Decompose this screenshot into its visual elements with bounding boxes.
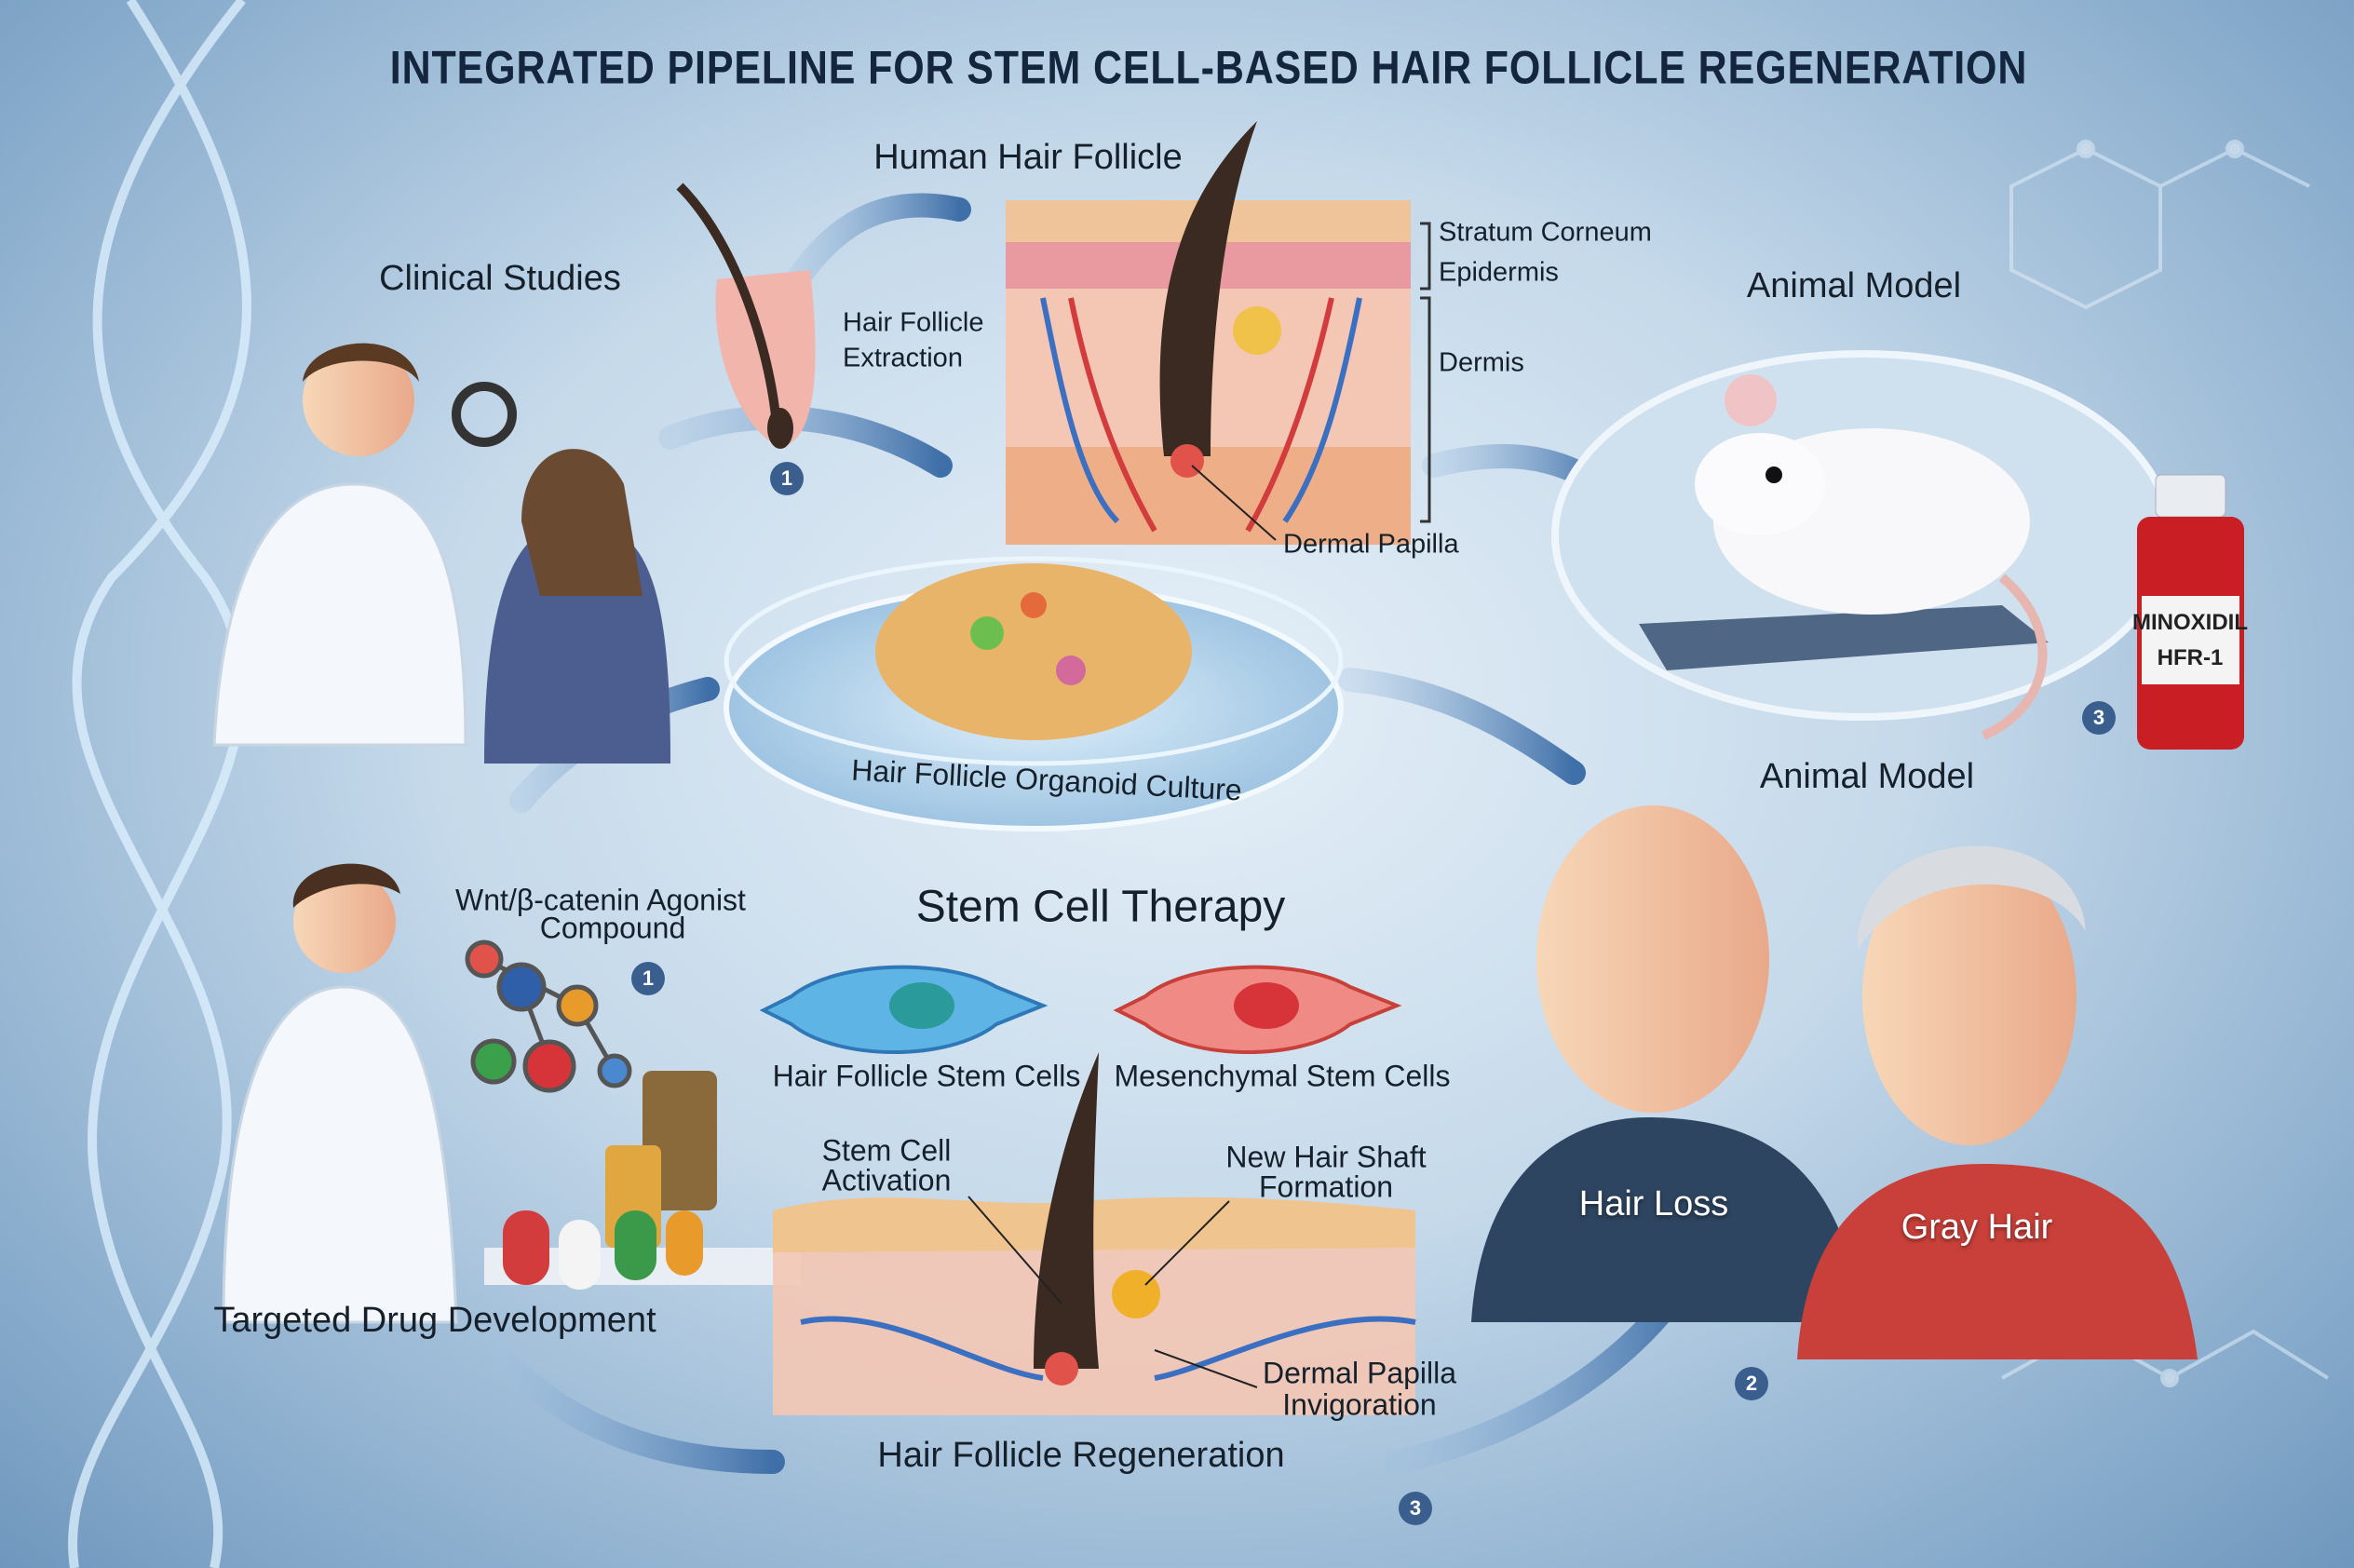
hair-loss-patient-illustration	[1471, 805, 1862, 1322]
label-mesenchymal-stem-cells: Mesenchymal Stem Cells	[1114, 1059, 1451, 1093]
step-badge: 1	[631, 962, 665, 995]
section-title-animal-model: Animal Model	[1746, 266, 1962, 306]
section-title-targeted-drug-development: Targeted Drug Development	[213, 1301, 656, 1341]
label-dermal-papilla: Dermal Papilla	[1283, 529, 1459, 560]
label-activation-line1: Stem Cell	[821, 1133, 952, 1168]
label-hair-loss: Hair Loss	[1578, 1184, 1729, 1224]
doctor-examining-patient-illustration	[212, 343, 670, 764]
step-badge: 1	[770, 462, 804, 495]
section-title-animal-model-2: Animal Model	[1759, 757, 1975, 797]
hair-follicle-stem-cell-icon	[759, 965, 1048, 1054]
section-title-clinical-studies: Clinical Studies	[379, 259, 621, 299]
section-title-human-hair-follicle: Human Hair Follicle	[873, 138, 1183, 178]
vial-label-line2: HFR-1	[2157, 645, 2224, 671]
label-shaft-line1: New Hair Shaft	[1225, 1140, 1427, 1174]
label-extraction-line2: Extraction	[843, 343, 963, 373]
dna-helix-icon	[68, 0, 251, 1568]
step-badge: 2	[1735, 1367, 1768, 1400]
arrow-organoid-to-patients	[1338, 668, 1586, 785]
skin-cross-section-illustration	[1006, 121, 1431, 545]
label-epidermis: Epidermis	[1439, 257, 1559, 288]
molecule-model-icon	[465, 939, 632, 1093]
step-badge: 3	[2082, 701, 2116, 735]
label-invigoration-line2: Invigoration	[1282, 1387, 1437, 1422]
minoxidil-vial-icon	[2137, 474, 2244, 750]
pills-icon	[503, 1210, 703, 1290]
arrow-drug-to-regeneration	[491, 1347, 785, 1474]
extracted-follicle-illustration	[676, 182, 816, 449]
regenerated-follicle-illustration	[773, 1052, 1416, 1415]
label-shaft-line2: Formation	[1258, 1169, 1394, 1204]
label-activation-line2: Activation	[821, 1163, 952, 1197]
arrow-extraction-to-follicle	[779, 193, 971, 301]
label-extraction-line1: Hair Follicle	[843, 307, 984, 338]
label-hair-follicle-stem-cells: Hair Follicle Stem Cells	[772, 1059, 1081, 1093]
petri-dish-organoid-illustration	[724, 556, 1344, 831]
label-compound-line2: Compound	[539, 911, 686, 945]
vial-label-line1: MINOXIDIL	[2132, 610, 2248, 636]
animal-model-rat-illustration	[1551, 350, 2173, 740]
section-title-stem-cell-therapy: Stem Cell Therapy	[915, 882, 1286, 932]
label-stratum-corneum: Stratum Corneum	[1439, 217, 1652, 248]
label-gray-hair: Gray Hair	[1901, 1208, 2053, 1248]
label-compound-line1: Wnt/β-catenin Agonist	[455, 883, 746, 917]
label-invigoration-line1: Dermal Papilla	[1262, 1356, 1457, 1390]
arrow-clinical-to-follicle	[658, 405, 953, 478]
step-badge: 3	[1399, 1492, 1432, 1525]
mesenchymal-stem-cell-icon	[1113, 965, 1402, 1054]
page-title: INTEGRATED PIPELINE FOR STEM CELL-BASED …	[389, 41, 2028, 94]
section-title-hair-follicle-regeneration: Hair Follicle Regeneration	[877, 1436, 1285, 1476]
label-dermis: Dermis	[1439, 347, 1524, 378]
gray-hair-patient-illustration	[1797, 845, 2198, 1359]
